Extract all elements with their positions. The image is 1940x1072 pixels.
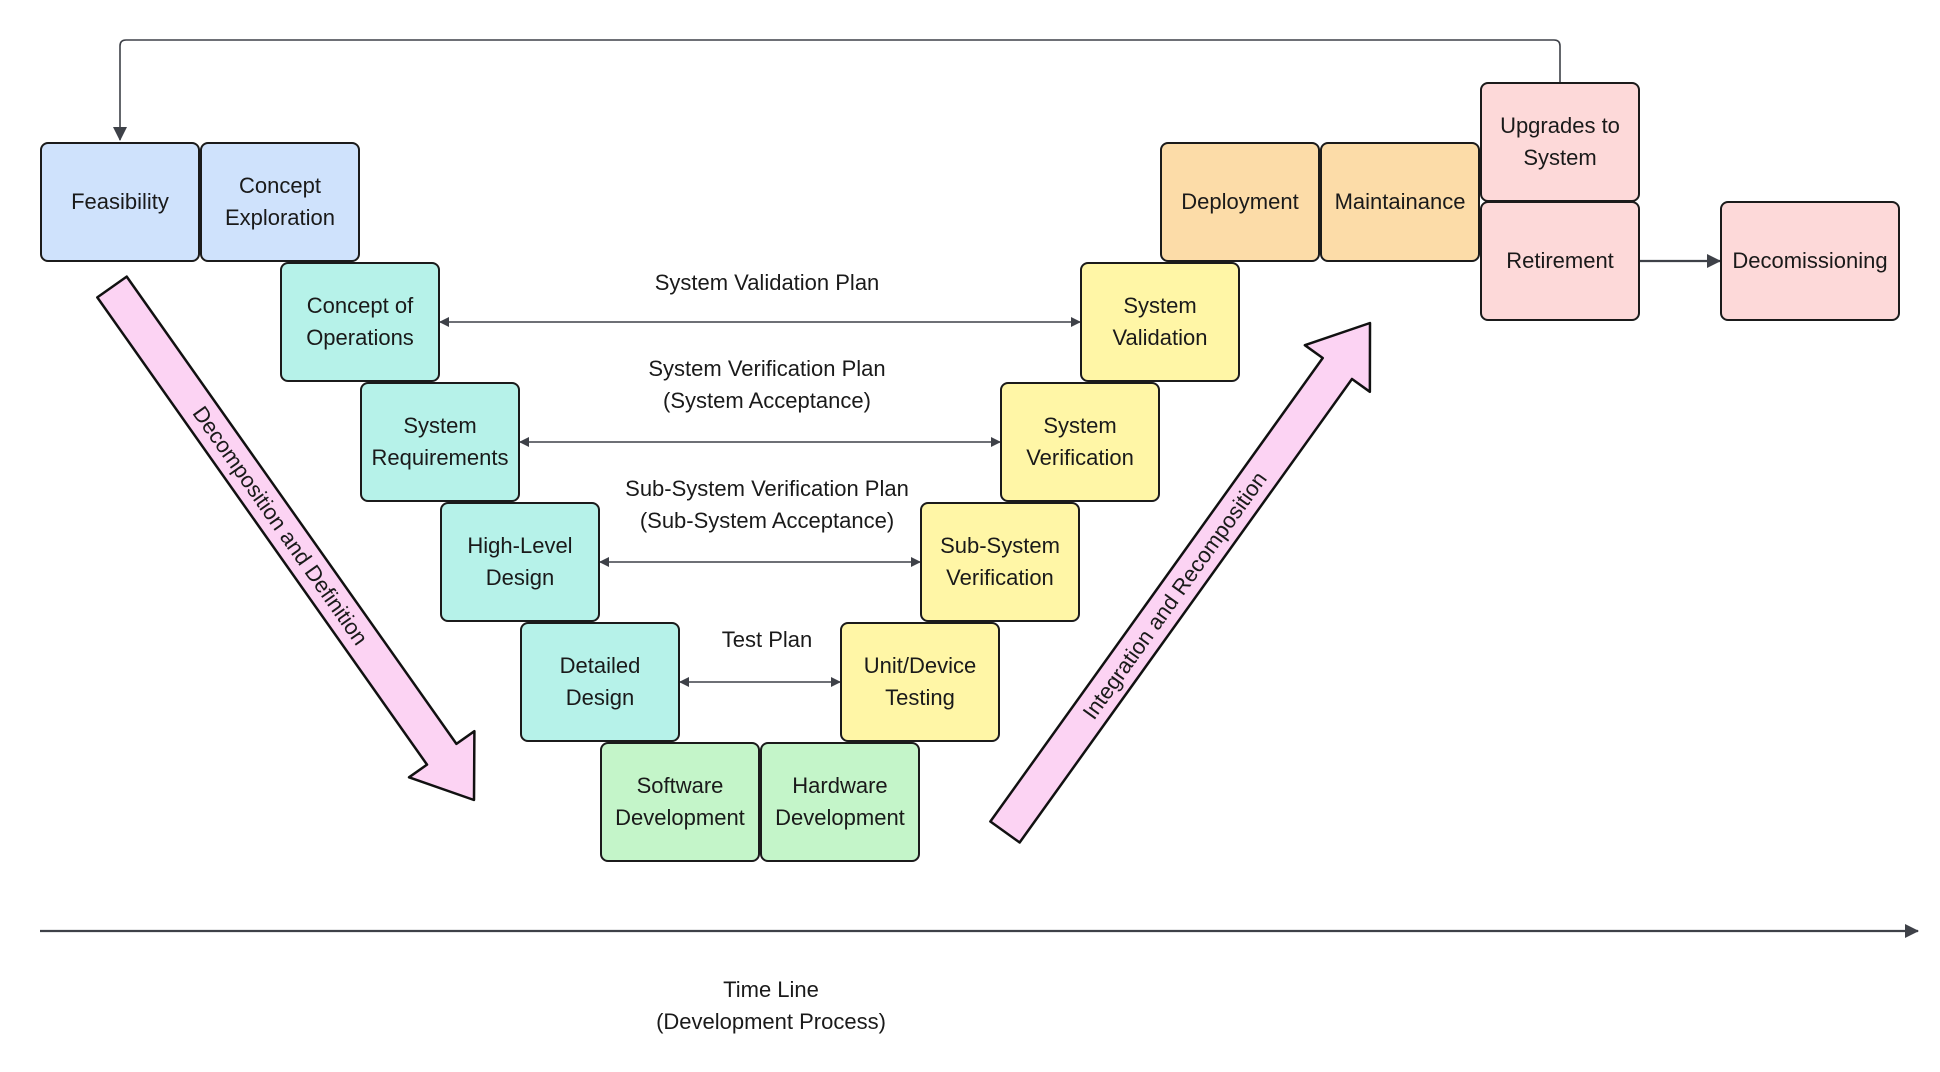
node-label: Feasibility <box>71 186 169 218</box>
node-retirement[interactable]: Retirement <box>1480 201 1640 321</box>
plan-label-line: (Sub-System Acceptance) <box>639 508 895 533</box>
node-label: Deployment <box>1181 186 1298 218</box>
node-label: Concept of Operations <box>306 290 414 354</box>
node-label-line: Verification <box>1026 445 1134 470</box>
node-label-line: Sub-System <box>940 533 1060 558</box>
integration-arrow-label: Integration and Recomposition <box>1078 467 1272 724</box>
node-label-line: Operations <box>306 325 414 350</box>
node-label-line: Decomissioning <box>1732 248 1888 273</box>
node-deployment[interactable]: Deployment <box>1160 142 1320 262</box>
node-upgrades-to-system[interactable]: Upgrades to System <box>1480 82 1640 202</box>
node-label-line: Unit/Device <box>863 653 977 678</box>
integration-arrow-shape <box>989 321 1372 844</box>
node-label-line: Retirement <box>1506 248 1614 273</box>
plan-label-system-verification-plan: System Verification Plan (System Acceptan… <box>648 353 885 417</box>
node-label-line: Software <box>636 773 724 798</box>
decomposition-arrow-shape <box>96 275 476 802</box>
plan-label-sub-system-verification-plan: Sub-System Verification Plan (Sub-System … <box>625 473 909 537</box>
plan-label-line: System Validation Plan <box>654 270 880 295</box>
plan-label-test-plan: Test Plan <box>722 624 813 656</box>
node-label-line: Design <box>485 565 555 590</box>
node-label-line: Design <box>565 685 635 710</box>
node-label-line: Validation <box>1112 325 1208 350</box>
node-label-line: Deployment <box>1181 189 1299 214</box>
node-label-line: Detailed <box>559 653 641 678</box>
timeline-label-line2: (Development Process) <box>656 1009 886 1034</box>
node-label-line: High-Level <box>467 533 573 558</box>
node-label: Upgrades to System <box>1500 110 1620 174</box>
node-label-line: Requirements <box>371 445 509 470</box>
plan-label-system-validation-plan: System Validation Plan <box>655 267 880 299</box>
node-label-line: System <box>1043 413 1117 438</box>
node-label-line: Upgrades to <box>1500 113 1620 138</box>
node-concept-of-operations[interactable]: Concept of Operations <box>280 262 440 382</box>
node-label-line: Development <box>615 805 745 830</box>
node-label-line: Verification <box>946 565 1054 590</box>
node-label-line: System <box>403 413 477 438</box>
node-label-line: Maintainance <box>1334 189 1466 214</box>
node-label: Decomissioning <box>1732 245 1887 277</box>
node-label-line: Testing <box>885 685 955 710</box>
node-label-line: Concept of <box>306 293 414 318</box>
node-feasibility[interactable]: Feasibility <box>40 142 200 262</box>
node-label-line: Feasibility <box>71 189 169 214</box>
timeline-label-line1: Time Line <box>723 977 819 1002</box>
node-label-line: Concept <box>239 173 321 198</box>
node-maintainance[interactable]: Maintainance <box>1320 142 1480 262</box>
node-label: Maintainance <box>1335 186 1466 218</box>
plan-label-line: (System Acceptance) <box>663 388 871 413</box>
node-label: Retirement <box>1506 245 1614 277</box>
node-label-line: System <box>1123 293 1197 318</box>
node-label-line: System <box>1523 145 1597 170</box>
plan-label-line: Sub-System Verification Plan <box>625 476 909 501</box>
feedback-loop-arrow <box>113 39 1561 141</box>
node-label-line: Hardware <box>792 773 888 798</box>
node-label-line: Exploration <box>224 205 336 230</box>
plan-label-line: System Verification Plan <box>648 356 886 381</box>
node-decomissioning[interactable]: Decomissioning <box>1720 201 1900 321</box>
plan-label-line: Test Plan <box>721 627 813 652</box>
timeline-label: Time Line (Development Process) <box>656 974 886 1038</box>
node-label-line: Development <box>775 805 905 830</box>
decomposition-arrow-label: Decomposition and Definition <box>188 401 373 649</box>
